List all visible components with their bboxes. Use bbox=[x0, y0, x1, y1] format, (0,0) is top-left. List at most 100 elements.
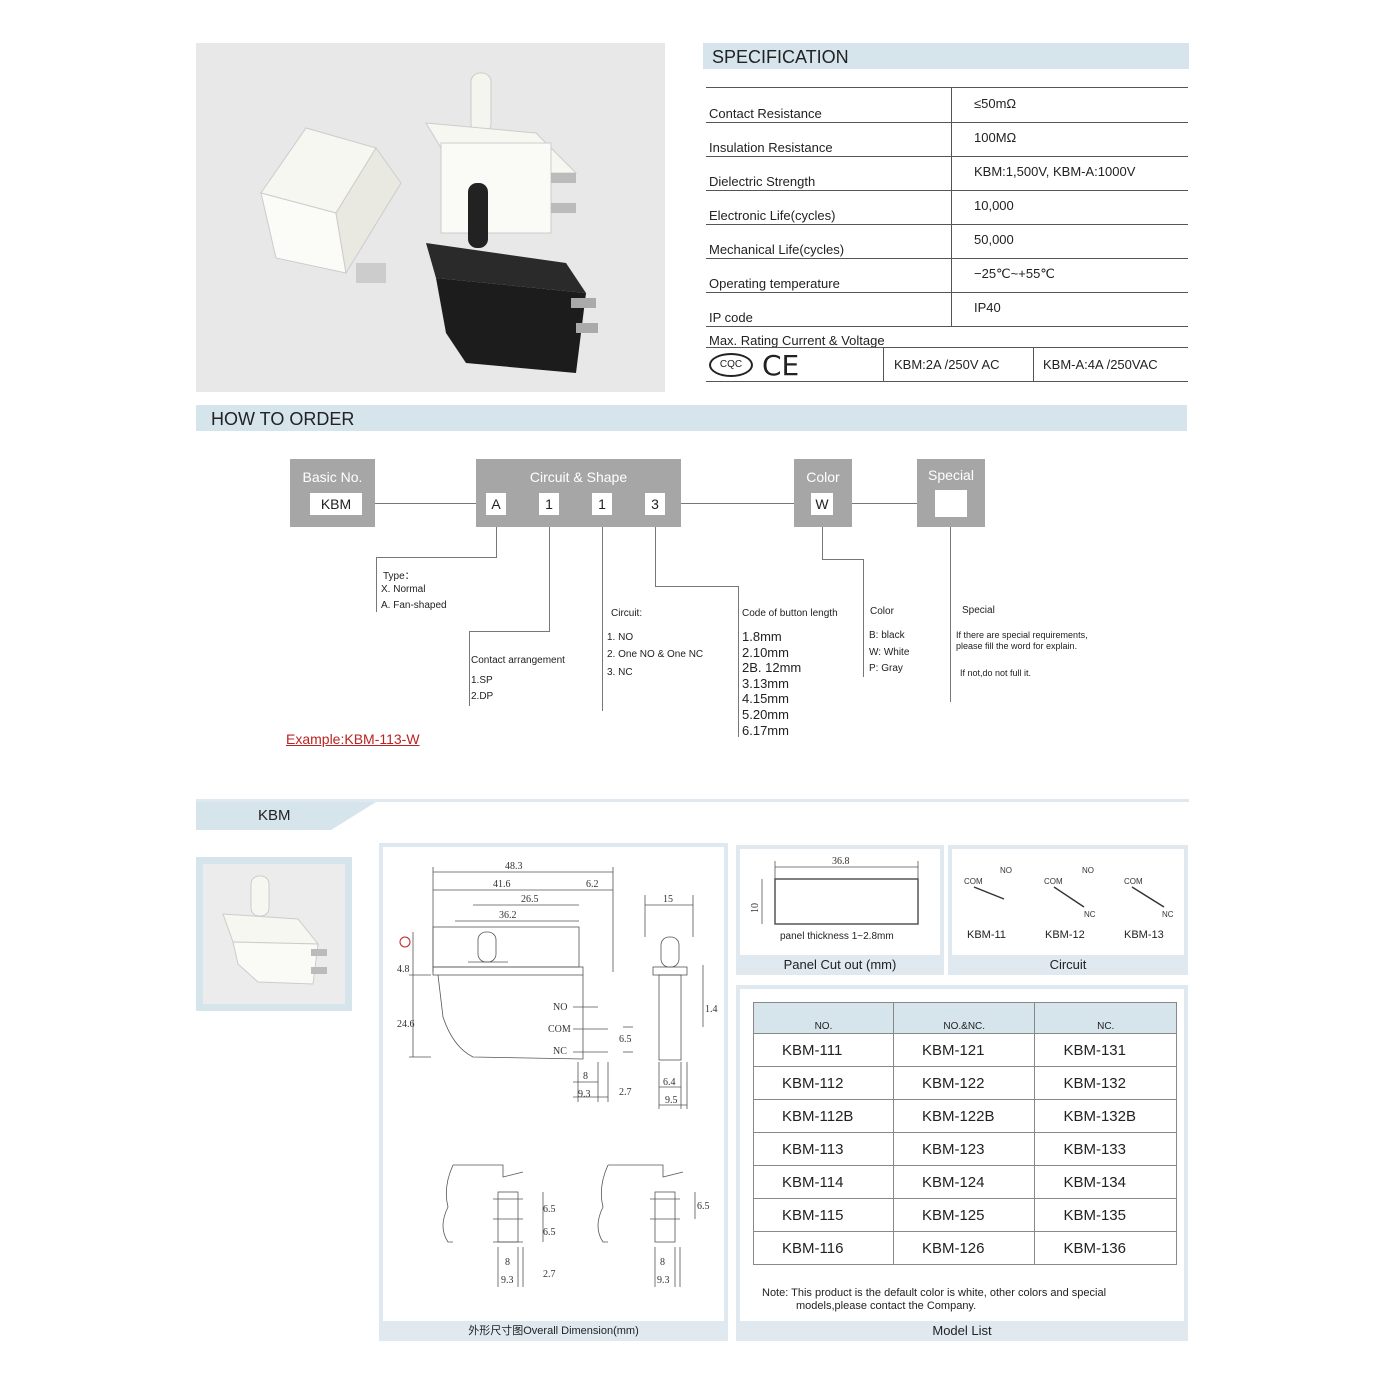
kbm-title: KBM bbox=[258, 807, 291, 824]
type-title: Type： bbox=[383, 571, 415, 582]
kbm-header: KBM bbox=[196, 802, 376, 830]
spec-key: Contact Resistance bbox=[709, 106, 822, 121]
panel-caption: Panel Cut out (mm) bbox=[736, 955, 944, 975]
circuit-no: NO bbox=[1082, 866, 1094, 875]
dimension-caption: 外形尺寸图Overall Dimension(mm) bbox=[379, 1321, 728, 1341]
table-cell: KBM-111 bbox=[753, 1033, 894, 1067]
kbm-header-line bbox=[196, 799, 1189, 802]
table-cell: KBM-126 bbox=[892, 1231, 1036, 1265]
spec-value: −25℃~+55℃ bbox=[974, 266, 1055, 281]
rating-kbm: KBM:2A /250V AC bbox=[894, 357, 1000, 372]
spec-row: Operating temperature−25℃~+55℃ bbox=[706, 258, 1188, 293]
circuit-item: 2. One NO & One NC bbox=[607, 649, 704, 660]
circuit-name: KBM-11 bbox=[967, 929, 1006, 941]
spec-row: Contact Resistance≤50mΩ bbox=[706, 88, 1188, 123]
dim-label: 2.7 bbox=[543, 1269, 556, 1280]
column-header: NC. bbox=[1034, 1002, 1177, 1034]
model-note: Note: This product is the default color … bbox=[762, 1287, 1107, 1299]
table-cell: KBM-131 bbox=[1034, 1033, 1177, 1067]
dimension-panel: 48.3 41.6 6.2 26.5 36.2 4.8 24.6 15 1.4 … bbox=[379, 843, 728, 1341]
table-cell: KBM-134 bbox=[1034, 1165, 1177, 1199]
ce-text: CE bbox=[762, 349, 800, 382]
color-item: P: Gray bbox=[869, 663, 903, 674]
dim-label: 6.2 bbox=[586, 879, 599, 890]
cutout-drawing: 36.8 10 bbox=[750, 856, 919, 925]
type-item: X. Normal bbox=[381, 584, 426, 595]
circuit-item: 1. NO bbox=[607, 632, 634, 643]
spec-value: KBM:1,500V, KBM-A:1000V bbox=[974, 164, 1136, 179]
switch-illustration bbox=[260, 72, 598, 373]
dim-label: 4.8 bbox=[397, 964, 410, 975]
circuit-name: KBM-13 bbox=[1124, 929, 1164, 941]
basic-no-value: KBM bbox=[310, 493, 362, 515]
table-header: NO. NO.&NC. NC. bbox=[753, 1002, 1177, 1034]
cutout-width: 36.8 bbox=[832, 856, 850, 867]
circuit-title: Circuit: bbox=[611, 608, 643, 619]
spec-key: Insulation Resistance bbox=[709, 140, 833, 155]
contact-item: 2.DP bbox=[471, 691, 494, 702]
example-link[interactable]: Example:KBM-113-W bbox=[286, 731, 420, 747]
order-title: HOW TO ORDER bbox=[211, 409, 355, 429]
table-cell: KBM-133 bbox=[1034, 1132, 1177, 1166]
spec-title: SPECIFICATION bbox=[712, 47, 849, 67]
kbm-thumb-illustration bbox=[222, 875, 327, 985]
spec-key: Dielectric Strength bbox=[709, 174, 816, 189]
table-cell: KBM-116 bbox=[753, 1231, 894, 1265]
dim-label: 9.3 bbox=[578, 1089, 591, 1100]
column-header: NO. bbox=[753, 1002, 894, 1034]
table-cell: KBM-122 bbox=[892, 1066, 1036, 1100]
table-cell: KBM-112 bbox=[753, 1066, 894, 1100]
table-cell: KBM-124 bbox=[892, 1165, 1036, 1199]
circuit-value: A bbox=[486, 493, 506, 515]
spec-top-rule bbox=[706, 87, 1188, 88]
table-cell: KBM-132B bbox=[1034, 1099, 1177, 1133]
table-cell: KBM-115 bbox=[753, 1198, 894, 1232]
dim-label: 48.3 bbox=[505, 861, 523, 872]
rating-row: CQC CE KBM:2A /250V AC KBM-A:4A /250VAC bbox=[706, 347, 1188, 382]
dim-label: 15 bbox=[663, 894, 673, 905]
pin-label-no: NO bbox=[553, 1002, 567, 1013]
circuit-com: COM bbox=[964, 877, 983, 886]
dim-label: 8 bbox=[660, 1257, 665, 1268]
table-cell: KBM-113 bbox=[753, 1132, 894, 1166]
color-label: Color bbox=[806, 469, 840, 485]
product-photo bbox=[196, 43, 665, 392]
model-caption: Model List bbox=[736, 1321, 1188, 1341]
circuit-caption: Circuit bbox=[948, 955, 1188, 975]
button-item: 5.20mm bbox=[742, 706, 789, 722]
panel-thickness: panel thickness 1~2.8mm bbox=[780, 931, 894, 942]
spec-header: SPECIFICATION bbox=[703, 43, 1189, 69]
dim-label: 26.5 bbox=[521, 894, 539, 905]
dimension-drawing: 48.3 41.6 6.2 26.5 36.2 4.8 24.6 15 1.4 … bbox=[397, 861, 718, 1287]
table-cell: KBM-132 bbox=[1034, 1066, 1177, 1100]
dim-label: 6.5 bbox=[619, 1034, 632, 1045]
button-item: 3.13mm bbox=[742, 675, 789, 691]
button-item: 2.10mm bbox=[742, 644, 789, 660]
contact-title: Contact arrangement bbox=[471, 655, 565, 666]
circuit-name: KBM-12 bbox=[1045, 929, 1085, 941]
table-cell: KBM-136 bbox=[1034, 1231, 1177, 1265]
column-header: NO.&NC. bbox=[892, 1002, 1036, 1034]
dim-label: 9.3 bbox=[657, 1275, 670, 1286]
dim-label: 1.4 bbox=[705, 1004, 718, 1015]
special-value bbox=[935, 490, 967, 517]
circuit-nc: NC bbox=[1084, 910, 1096, 919]
table-cell: KBM-135 bbox=[1034, 1198, 1177, 1232]
table-cell: KBM-112B bbox=[753, 1099, 894, 1133]
circuit-value: 3 bbox=[645, 493, 665, 515]
dim-label: 9.5 bbox=[665, 1095, 678, 1106]
model-note: models,please contact the Company. bbox=[796, 1300, 977, 1312]
color-item: B: black bbox=[869, 630, 905, 641]
circuit-nc: NC bbox=[1162, 910, 1174, 919]
contact-item: 1.SP bbox=[471, 675, 493, 686]
circuit-com: COM bbox=[1124, 877, 1143, 886]
circuit-shape-label: Circuit & Shape bbox=[529, 469, 628, 485]
button-items: 1.8mm 2.10mm 2B. 12mm 3.13mm 4.15mm 5.20… bbox=[742, 629, 801, 738]
button-item: 2B. 12mm bbox=[742, 660, 802, 676]
